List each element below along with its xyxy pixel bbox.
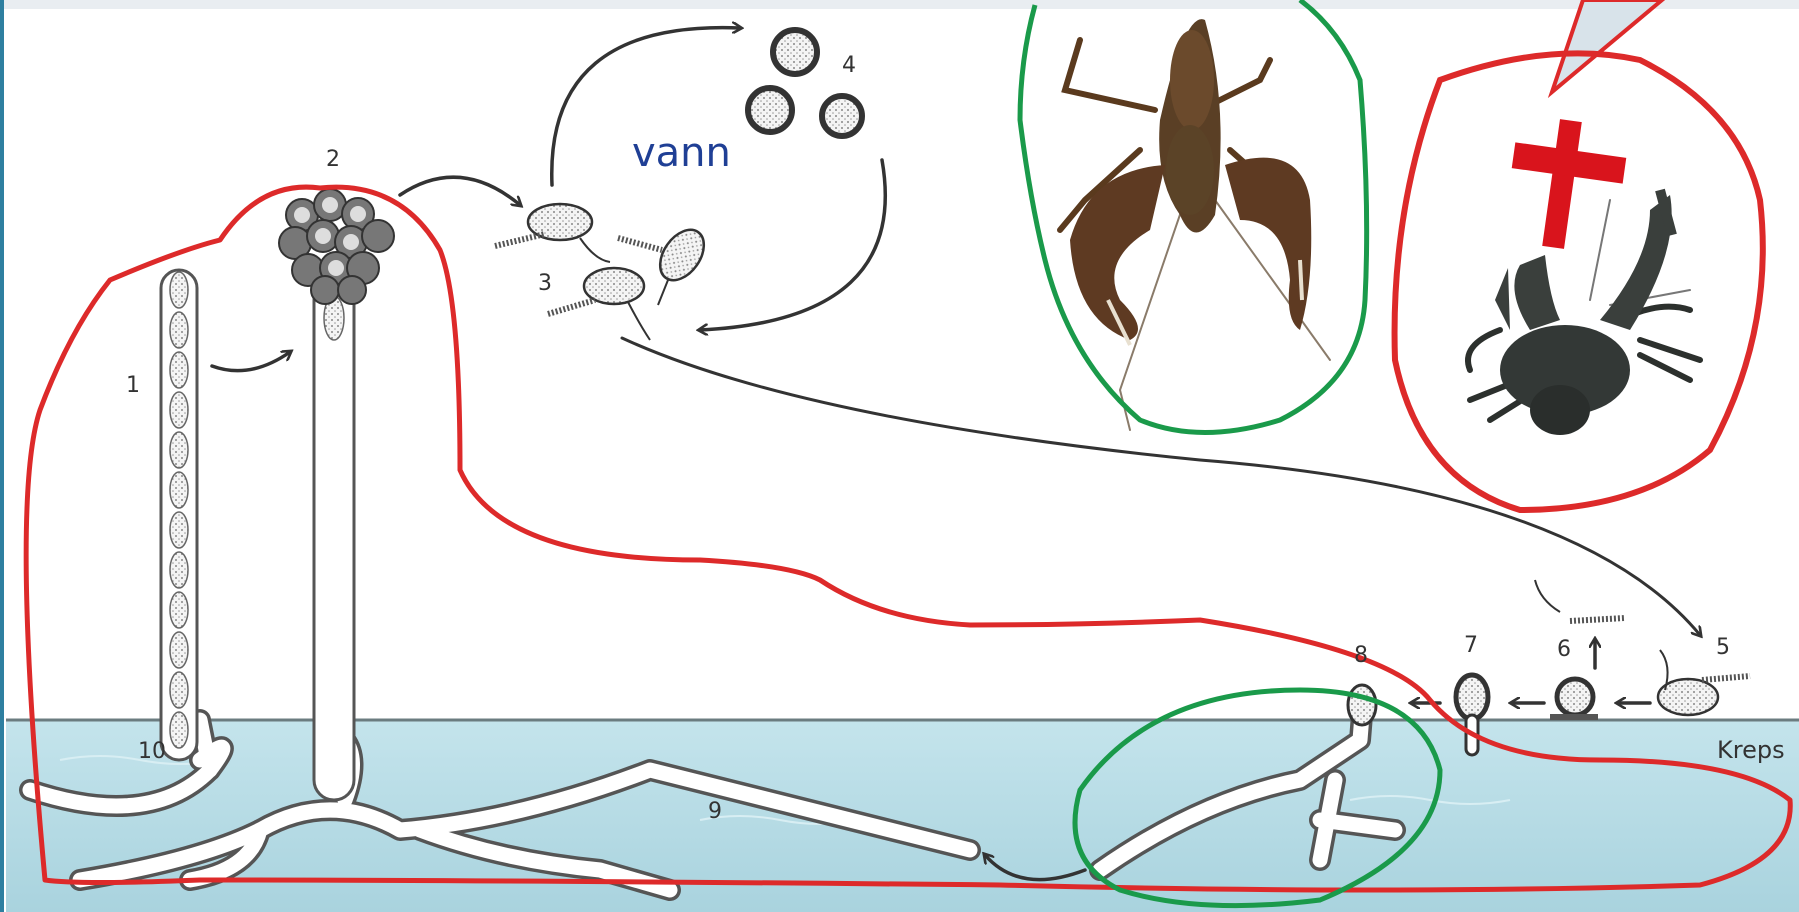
stage-4-cysts (748, 30, 862, 136)
dead-crayfish-icon (1468, 190, 1700, 435)
stage-number-4: 4 (842, 53, 856, 78)
arrow-4-to-3 (700, 160, 885, 330)
stage-number-6: 6 (1557, 637, 1571, 662)
speech-bubble-icon (1552, 0, 1662, 92)
stage-6-encysted-spore (1535, 580, 1625, 720)
water-label: vann (632, 130, 731, 176)
arrow-1-to-2 (212, 352, 290, 371)
stage-number-3: 3 (538, 271, 552, 296)
left-frame-edge (0, 0, 4, 912)
stage-2-sporangium (279, 189, 394, 800)
stage-8-penetrating-hypha (1348, 685, 1376, 725)
top-frame-strip (0, 0, 1799, 9)
healthy-crayfish-icon (1060, 19, 1330, 430)
stage-1-sporangium (161, 270, 197, 760)
stage-number-7: 7 (1464, 633, 1478, 658)
arrow-2-to-3 (400, 177, 520, 205)
cross-icon (1512, 119, 1627, 249)
stage-5-zoospore (1658, 650, 1750, 715)
stage-number-9: 9 (708, 799, 722, 824)
stage-number-1: 1 (126, 373, 140, 398)
stage-number-5: 5 (1716, 635, 1730, 660)
stage-number-2: 2 (326, 147, 340, 172)
stage-number-8: 8 (1354, 643, 1368, 668)
host-label: Kreps (1717, 736, 1785, 764)
stage-number-10: 10 (138, 739, 166, 764)
stage-3-zoospores (495, 204, 713, 340)
